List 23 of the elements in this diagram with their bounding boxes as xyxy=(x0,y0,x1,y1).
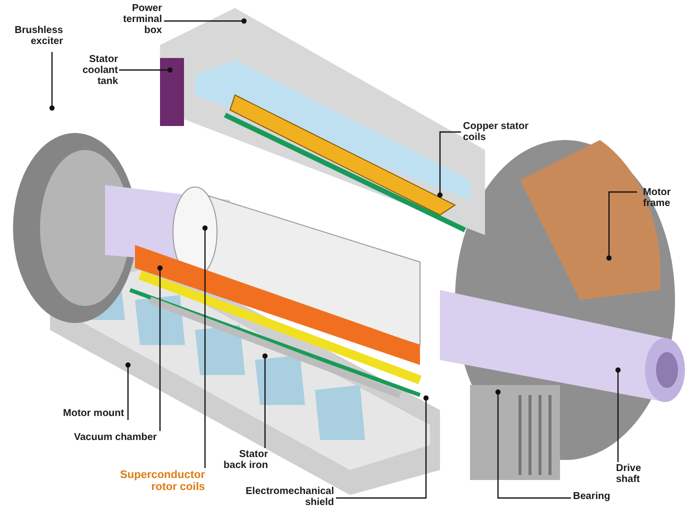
part-label: Brushless exciter xyxy=(8,25,63,47)
leader-line xyxy=(164,18,247,24)
leader-line xyxy=(202,225,208,468)
leader-line xyxy=(119,67,173,73)
part-label: Bearing xyxy=(573,491,623,502)
part-label: Power terminal box xyxy=(112,3,162,36)
part-label: Vacuum chamber xyxy=(74,432,169,443)
leader-line xyxy=(495,389,571,499)
part-label: Stator back iron xyxy=(214,449,268,471)
part-label: Copper stator coils xyxy=(463,121,529,143)
leader-line xyxy=(615,367,621,462)
part-label: Electromechanical shield xyxy=(228,486,334,508)
leader-line xyxy=(606,191,637,261)
leader-line xyxy=(336,395,429,499)
leader-line xyxy=(157,265,163,431)
part-label: Stator coolant tank xyxy=(70,54,118,87)
leader-line xyxy=(262,353,268,448)
part-label: Drive shaft xyxy=(616,463,656,485)
leader-line xyxy=(437,131,461,198)
leader-line xyxy=(125,362,131,420)
leader-line xyxy=(49,52,55,111)
part-label: Superconductor rotor coils xyxy=(108,469,205,493)
part-label: Motor mount xyxy=(63,408,133,419)
